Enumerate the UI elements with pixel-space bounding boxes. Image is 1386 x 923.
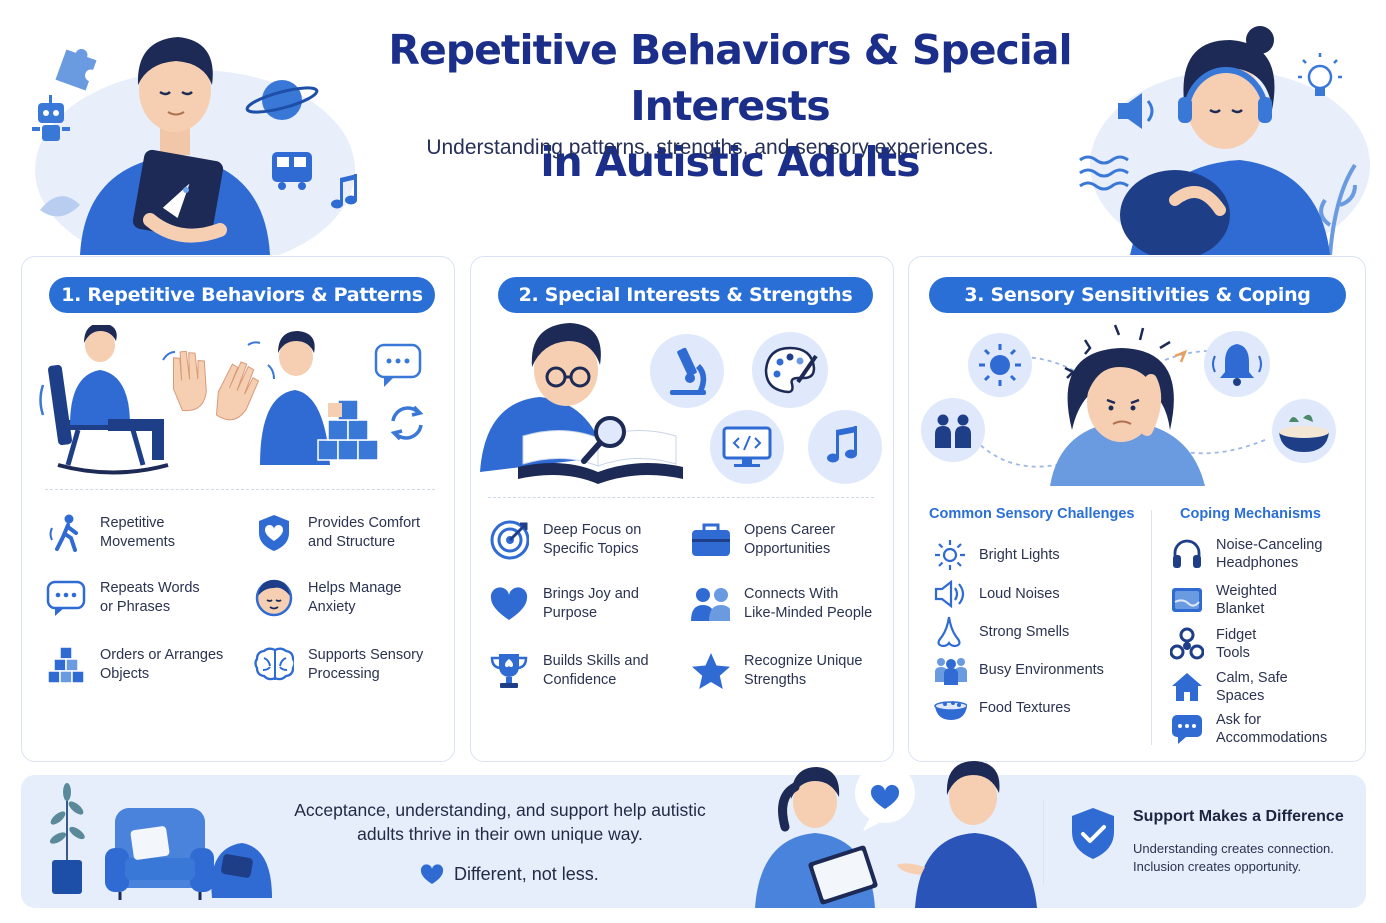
item-builds-skills: Builds Skills and Confidence xyxy=(489,651,649,691)
title-line-2: in Autistic Adults xyxy=(540,138,920,186)
wave-lines-icon xyxy=(1079,155,1129,191)
challenge-strong-smells: Strong Smells xyxy=(933,615,1069,649)
footer-message: Acceptance, understanding, and support h… xyxy=(294,800,706,844)
coping-headphones: Noise-Canceling Headphones xyxy=(1170,536,1322,572)
blanket-icon xyxy=(1170,583,1204,617)
coping-weighted-blanket: Weighted Blanket xyxy=(1170,582,1277,618)
tagline-text: Different, not less. xyxy=(454,863,599,884)
challenge-food-textures: Food Textures xyxy=(933,691,1071,725)
panel-3-title: 3. Sensory Sensitivities & Coping xyxy=(929,277,1346,313)
panel-1-title: 1. Repetitive Behaviors & Patterns xyxy=(49,277,435,313)
title-line-1: Repetitive Behaviors & Special Interests xyxy=(388,26,1072,130)
challenge-busy-environments: Busy Environments xyxy=(933,653,1104,687)
crowd-icon xyxy=(933,653,967,687)
heart-icon xyxy=(489,584,529,624)
heart-speech-bubble-icon xyxy=(855,763,915,831)
challenge-loud-noises: Loud Noises xyxy=(933,577,1060,611)
home-icon xyxy=(1170,670,1204,704)
common-sensory-challenges-heading: Common Sensory Challenges xyxy=(929,506,1135,522)
footer-tagline: Different, not less. xyxy=(420,863,599,885)
headphones-icon xyxy=(1170,537,1204,571)
page-title: Repetitive Behaviors & Special Interests… xyxy=(300,22,1160,190)
light-bulb-icon xyxy=(1298,53,1342,96)
shield-heart-icon xyxy=(254,513,294,553)
footer-illustration-armchair xyxy=(49,783,272,900)
bell-icon xyxy=(1204,331,1270,397)
support-title: Support Makes a Difference xyxy=(1133,808,1344,825)
coping-mechanisms-heading: Coping Mechanisms xyxy=(1180,506,1321,522)
panel-2-divider xyxy=(488,497,874,498)
food-bowl-icon xyxy=(933,691,967,725)
item-helps-manage-anxiety: Helps Manage Anxiety xyxy=(254,578,402,618)
calm-face-icon xyxy=(254,578,294,618)
item-like-minded-people: Connects With Like-Minded People xyxy=(690,584,872,624)
item-joy-purpose: Brings Joy and Purpose xyxy=(489,584,639,624)
music-note-icon xyxy=(331,174,357,209)
panel-1-divider xyxy=(45,489,435,490)
stacked-blocks-icon xyxy=(46,645,86,685)
train-icon xyxy=(272,152,312,190)
header-illustration-woman-with-headphones xyxy=(1079,26,1370,255)
chat-icon xyxy=(1170,712,1204,746)
panel-2-illustration xyxy=(480,323,882,484)
page-subtitle: Understanding patterns, strengths, and s… xyxy=(426,136,994,159)
item-supports-sensory: Supports Sensory Processing xyxy=(254,645,423,685)
item-unique-strengths: Recognize Unique Strengths xyxy=(690,651,863,691)
item-career-opportunities: Opens Career Opportunities xyxy=(690,520,835,560)
item-provides-comfort: Provides Comfort and Structure xyxy=(254,513,420,553)
microscope-icon xyxy=(650,334,724,408)
heart-icon xyxy=(420,863,444,885)
walking-person-icon xyxy=(46,513,86,553)
speaker-icon xyxy=(933,577,967,611)
palette-icon xyxy=(752,332,828,408)
target-icon xyxy=(489,520,529,560)
footer-illustration-conversation xyxy=(755,761,1037,908)
dots-bubble-icon xyxy=(374,343,422,387)
brain-icon xyxy=(254,645,294,685)
computer-code-icon xyxy=(710,410,784,484)
fidget-spinner-icon xyxy=(1170,627,1204,661)
coping-ask-accommodations: Ask for Accommodations xyxy=(1170,711,1327,747)
nose-icon xyxy=(933,615,967,649)
panel-2-title: 2. Special Interests & Strengths xyxy=(498,277,873,313)
coping-calm-spaces: Calm, Safe Spaces xyxy=(1170,669,1288,705)
support-subtitle: Understanding creates connection. Inclus… xyxy=(1133,841,1334,874)
planet-icon xyxy=(245,80,319,120)
footer-vertical-divider xyxy=(1043,800,1044,885)
item-orders-objects: Orders or Arranges Objects xyxy=(46,645,223,685)
puzzle-icon xyxy=(55,48,97,91)
panel-3-vertical-divider xyxy=(1151,510,1152,745)
coping-fidget-tools: Fidget Tools xyxy=(1170,626,1256,662)
robot-icon xyxy=(32,95,70,141)
panel-3-illustration xyxy=(921,324,1336,486)
star-icon xyxy=(690,651,730,691)
header-illustration-man-with-tablet xyxy=(32,37,357,255)
music-note-icon xyxy=(808,410,882,484)
panel-1-illustration xyxy=(39,325,424,475)
sun-icon xyxy=(933,538,967,572)
briefcase-icon xyxy=(690,520,730,560)
item-repeats-words: Repeats Words or Phrases xyxy=(46,578,200,618)
speech-bubble-icon xyxy=(46,578,86,618)
trophy-icon xyxy=(489,651,529,691)
food-bowl-icon xyxy=(1272,399,1336,463)
challenge-bright-lights: Bright Lights xyxy=(933,538,1060,572)
people-icon xyxy=(690,584,730,624)
item-repetitive-movements: Repetitive Movements xyxy=(46,513,175,553)
cycle-arrows-icon xyxy=(390,405,424,441)
shield-check-icon xyxy=(1068,806,1118,867)
speaker-icon xyxy=(1118,93,1154,129)
sun-icon xyxy=(968,333,1032,397)
crowd-icon xyxy=(921,398,985,462)
item-deep-focus: Deep Focus on Specific Topics xyxy=(489,520,641,560)
